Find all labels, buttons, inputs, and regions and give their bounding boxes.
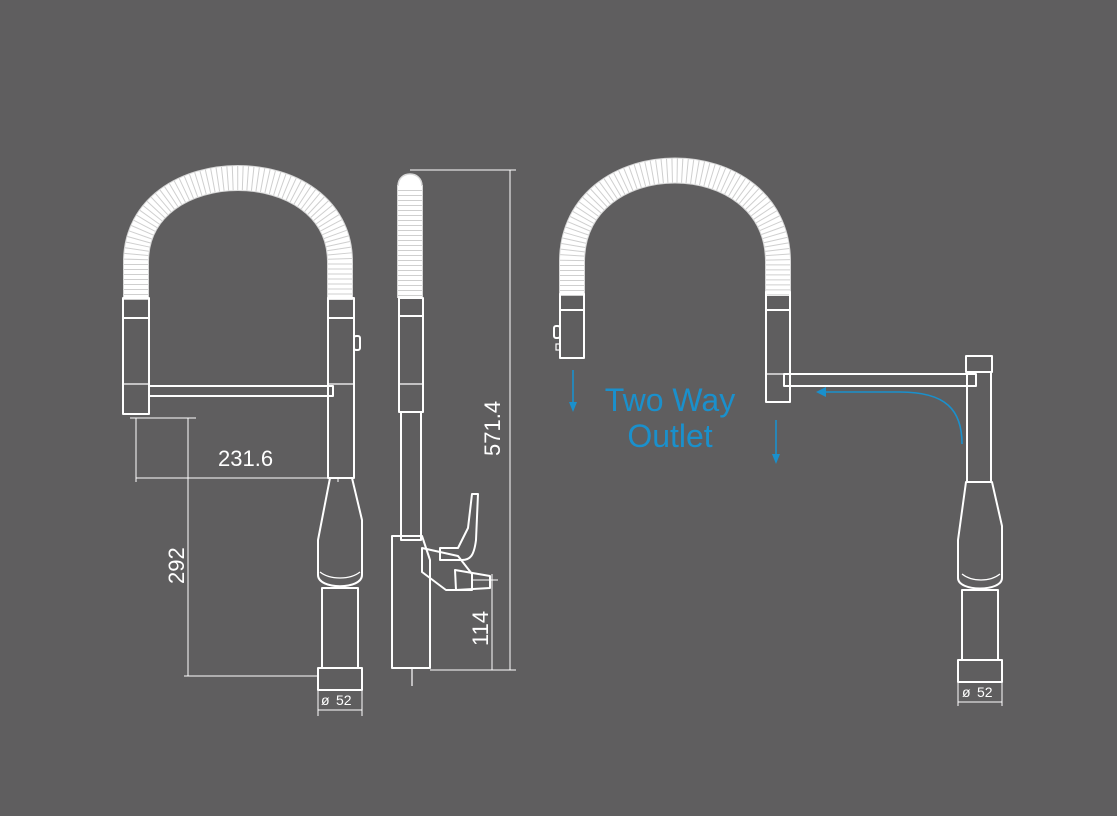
flow-diameter-symbol: ø: [962, 684, 971, 700]
flow-hose: [560, 158, 790, 296]
side-view: 571.4 114: [391, 169, 516, 686]
side-collar: [398, 297, 424, 317]
flow-body: [961, 589, 999, 661]
overall-height-label: 571.4: [480, 401, 505, 456]
flow-view: ø 52 Two Way Outlet: [553, 157, 1003, 706]
spout-height-label: 292: [164, 547, 189, 584]
flow-base: [957, 659, 1003, 683]
front-hose-ribs: [124, 166, 352, 300]
outlet-label-line-1: Two Way: [605, 382, 735, 418]
flow-right-spray-head: [765, 309, 791, 403]
side-body: [391, 535, 431, 669]
outlet-label-line-2: Outlet: [627, 418, 712, 454]
front-hose: [124, 166, 352, 300]
front-body: [321, 587, 359, 669]
flow-base-diameter-label: 52: [977, 684, 993, 700]
side-hose-top: [397, 173, 423, 187]
flow-lever: [957, 481, 1003, 590]
flow-left-collar: [559, 293, 585, 311]
front-spray-collar: [122, 297, 150, 319]
side-lever: [439, 493, 479, 561]
front-column-upper: [327, 317, 355, 479]
spout-reach-label: 231.6: [218, 446, 273, 471]
side-column: [400, 411, 422, 541]
front-base-diameter-label: 52: [336, 692, 352, 708]
lever-height-label: 114: [468, 611, 493, 646]
front-side-button: [353, 335, 361, 351]
front-base: [317, 667, 363, 691]
flow-holder-arm: [783, 373, 977, 387]
water-flow-arrowhead: [816, 387, 826, 397]
front-column-collar: [327, 297, 355, 319]
front-view: 231.6 292 ø 52: [122, 165, 363, 716]
water-flow-path: [822, 391, 963, 445]
side-lever-cap: [454, 569, 491, 591]
side-spray-head: [398, 315, 424, 413]
flow-left-spray-head: [559, 309, 585, 359]
front-lever: [317, 477, 363, 588]
front-holder-arm: [148, 385, 334, 397]
flow-column: [966, 371, 992, 483]
front-diameter-symbol: ø: [321, 692, 330, 708]
flow-column-cap: [965, 355, 993, 373]
front-spray-head: [122, 317, 150, 415]
